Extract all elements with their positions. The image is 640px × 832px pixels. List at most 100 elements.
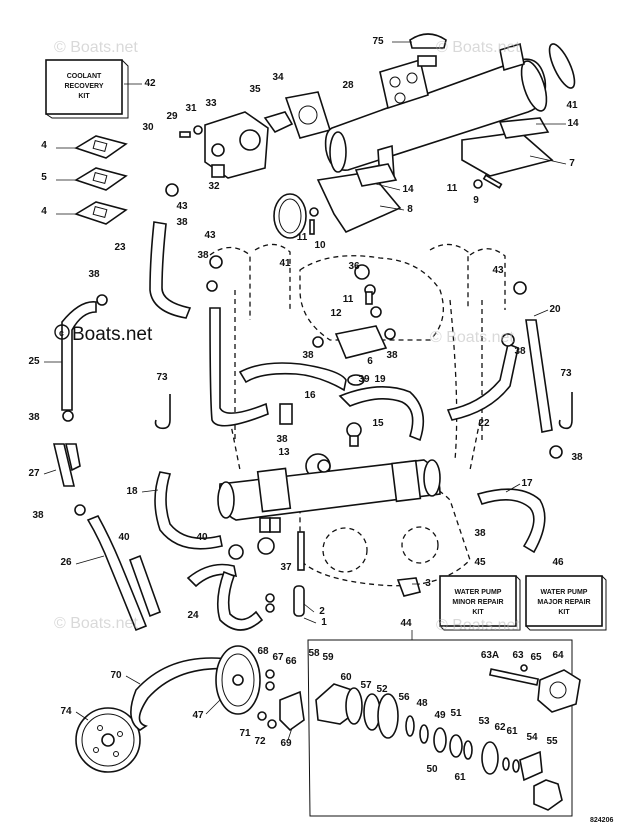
part-callout: 67	[272, 652, 284, 663]
part-callout: 14	[567, 118, 579, 129]
svg-text:c: c	[59, 328, 64, 338]
part-callout: 59	[322, 652, 334, 663]
part-callout: 8	[407, 204, 413, 215]
part-callout: 17	[521, 478, 533, 489]
part-callout: 38	[514, 346, 526, 357]
part-callout: 55	[546, 736, 558, 747]
part-callout: 41	[279, 258, 291, 269]
part-callout: 49	[434, 710, 446, 721]
kit-label-line: MAJOR REPAIR	[537, 599, 590, 606]
part-callout: 24	[187, 610, 199, 621]
part-callout: 39	[358, 374, 370, 385]
part-callout: 53	[478, 716, 490, 727]
part-callout: 43	[492, 265, 504, 276]
water-pump-kit-boxes: WATER PUMP MINOR REPAIR KIT WATER PUMP M…	[439, 575, 607, 631]
part-callout: 66	[285, 656, 297, 667]
part-callout: 23	[114, 242, 126, 253]
part-callout: 40	[196, 532, 208, 543]
part-callout: 54	[526, 732, 538, 743]
part-callout: 33	[205, 98, 217, 109]
part-callout: 43	[176, 201, 188, 212]
kit-label-line: MINOR REPAIR	[452, 599, 503, 606]
part-callout: 30	[142, 122, 154, 133]
part-callout: 20	[549, 304, 561, 315]
part-callout: 75	[372, 36, 384, 47]
j-bolts	[154, 392, 573, 430]
part-callout: 14	[402, 184, 414, 195]
part-callout: 50	[426, 764, 438, 775]
part-callout: 26	[60, 557, 72, 568]
boats-net-logo: c Boats.net	[54, 324, 153, 345]
part-callout: 4	[41, 140, 47, 151]
part-callout: 38	[88, 269, 100, 280]
part-callout: 18	[126, 486, 138, 497]
part-callout: 38	[302, 350, 314, 361]
kit-label-line: COOLANT	[67, 73, 102, 80]
part-callout: 19	[374, 374, 386, 385]
part-callout: 1	[321, 617, 327, 628]
part-callout: 65	[530, 652, 542, 663]
thermostat-housing	[179, 91, 332, 179]
part-callout: 42	[144, 78, 156, 89]
part-callout: 38	[197, 250, 209, 261]
part-callout: 48	[416, 698, 428, 709]
part-callout: 41	[566, 100, 578, 111]
part-callout: 43	[204, 230, 216, 241]
part-callout: 31	[185, 103, 197, 114]
part-callout: 57	[360, 680, 372, 691]
part-callout: 38	[386, 350, 398, 361]
part-callout: 38	[28, 412, 40, 423]
part-callout: 37	[280, 562, 292, 573]
heat-exchanger	[217, 459, 441, 533]
part-callout: 6	[367, 356, 373, 367]
part-callout: 63A	[481, 650, 499, 661]
part-callout: 63	[512, 650, 524, 661]
part-callout: 64	[552, 650, 564, 661]
part-callout: 58	[308, 648, 320, 659]
leader-lines	[43, 41, 567, 741]
drawing-number: 824206	[590, 817, 613, 824]
kit-label-line: KIT	[558, 609, 570, 616]
part-callout: 70	[110, 670, 122, 681]
watermarks: © Boats.net © Boats.net © Boats.net © Bo…	[54, 39, 520, 634]
part-callout: 38	[474, 528, 486, 539]
part-callout: 29	[166, 111, 178, 122]
part-callout: 61	[454, 772, 466, 783]
part-callout: 13	[278, 447, 290, 458]
part-callout: 7	[569, 158, 575, 169]
part-callout: 51	[450, 708, 462, 719]
drain-fittings	[265, 531, 421, 617]
center-fittings	[312, 264, 396, 447]
part-callout: 36	[348, 261, 360, 272]
gaskets-left	[74, 135, 128, 225]
water-pump-group	[75, 639, 581, 817]
part-callout: 38	[176, 217, 188, 228]
part-callout: 28	[342, 80, 354, 91]
part-callout: 4	[41, 206, 47, 217]
kit-label-line: KIT	[472, 609, 484, 616]
kit-label-line: RECOVERY	[64, 83, 103, 90]
part-callout: 69	[280, 738, 292, 749]
part-callout: 5	[41, 172, 47, 183]
part-callout: 52	[376, 684, 388, 695]
part-callout: 46	[552, 557, 564, 568]
part-callout: 32	[208, 181, 220, 192]
watermark-text: © Boats.net	[436, 617, 520, 634]
part-callout: 34	[272, 72, 284, 83]
part-callout: 11	[343, 294, 354, 305]
part-callout: 38	[276, 434, 288, 445]
part-callout: 73	[156, 372, 168, 383]
kit-label-line: KIT	[78, 93, 90, 100]
part-callout: 71	[239, 728, 251, 739]
part-callout: 45	[474, 557, 486, 568]
part-callout: 44	[400, 618, 412, 629]
part-callout: 40	[118, 532, 130, 543]
part-callout: 35	[249, 84, 261, 95]
part-callout: 74	[60, 706, 72, 717]
part-callout: 38	[571, 452, 583, 463]
part-callout: 22	[478, 418, 490, 429]
part-callout: 12	[330, 308, 342, 319]
part-callout: 38	[32, 510, 44, 521]
